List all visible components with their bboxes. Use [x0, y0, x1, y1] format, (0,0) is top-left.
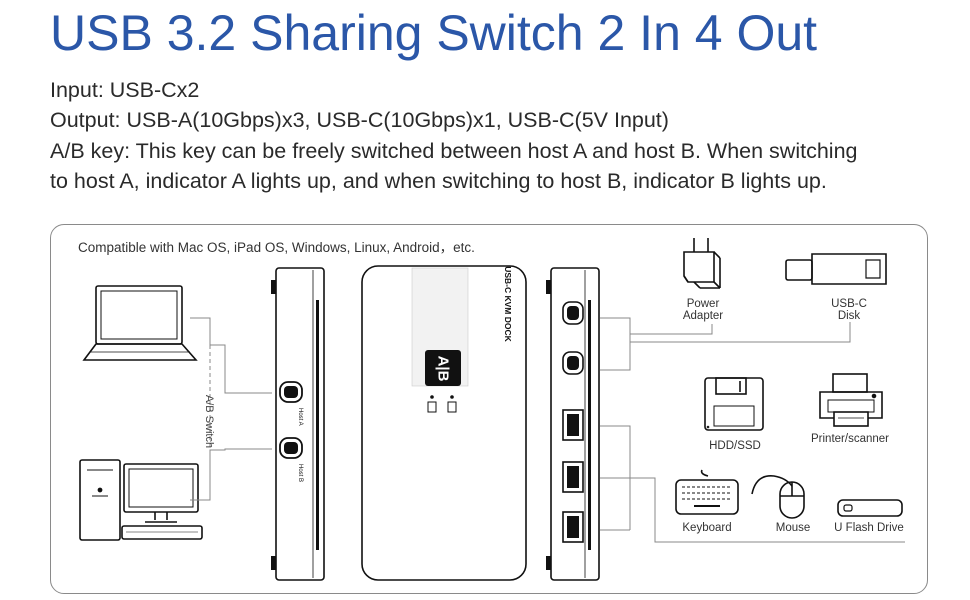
- flash-drive-label: U Flash Drive: [834, 522, 904, 534]
- printer-scanner-icon: [819, 373, 883, 427]
- power-adapter-icon: [683, 238, 721, 289]
- svg-text:Host B: Host B: [297, 464, 303, 482]
- device-connection-lines: [600, 317, 905, 543]
- ab-switch-label: A/B Switch: [191, 394, 227, 447]
- mouse-label: Mouse: [775, 522, 811, 534]
- power-adapter-label: Power Adapter: [682, 298, 724, 322]
- dock-top-view: [361, 265, 527, 581]
- printer-scanner-label: Printer/scanner: [811, 433, 889, 445]
- dock-model-label: USB-C KVM DOCK: [488, 266, 528, 342]
- mouse-icon: [751, 475, 805, 519]
- host-connection-lines: [190, 317, 272, 501]
- ab-key-desc-line-1: A/B key: This key can be freely switched…: [50, 139, 858, 163]
- usbc-disk-icon: [785, 253, 887, 285]
- ab-key-button: A|B: [425, 350, 461, 386]
- dock-model-text: USB-C KVM DOCK: [503, 266, 513, 342]
- hdd-ssd-icon: [704, 377, 764, 431]
- laptop-icon: [82, 285, 198, 361]
- dock-side-view-left: Host A Host B: [271, 267, 325, 581]
- dock-side-view-right: [546, 267, 600, 581]
- compatibility-note: Compatible with Mac OS, iPad OS, Windows…: [78, 240, 475, 255]
- desktop-pc-icon: [79, 459, 203, 541]
- keyboard-label: Keyboard: [682, 522, 732, 534]
- page-title: USB 3.2 Sharing Switch 2 In 4 Out: [50, 5, 818, 61]
- output-spec: Output: USB-A(10Gbps)x3, USB-C(10Gbps)x1…: [50, 108, 669, 132]
- hdd-ssd-label: HDD/SSD: [709, 440, 761, 452]
- ab-key-text: A|B: [434, 355, 452, 381]
- diagram-panel: [50, 224, 928, 594]
- usbc-disk-label: USB-C Disk: [831, 298, 867, 322]
- ab-key-desc-line-2: to host A, indicator A lights up, and wh…: [50, 169, 827, 193]
- ab-switch-text: A/B Switch: [203, 394, 216, 448]
- flash-drive-icon: [837, 499, 903, 517]
- input-spec: Input: USB-Cx2: [50, 78, 200, 102]
- svg-text:Host A: Host A: [297, 408, 303, 426]
- keyboard-icon: [675, 469, 739, 515]
